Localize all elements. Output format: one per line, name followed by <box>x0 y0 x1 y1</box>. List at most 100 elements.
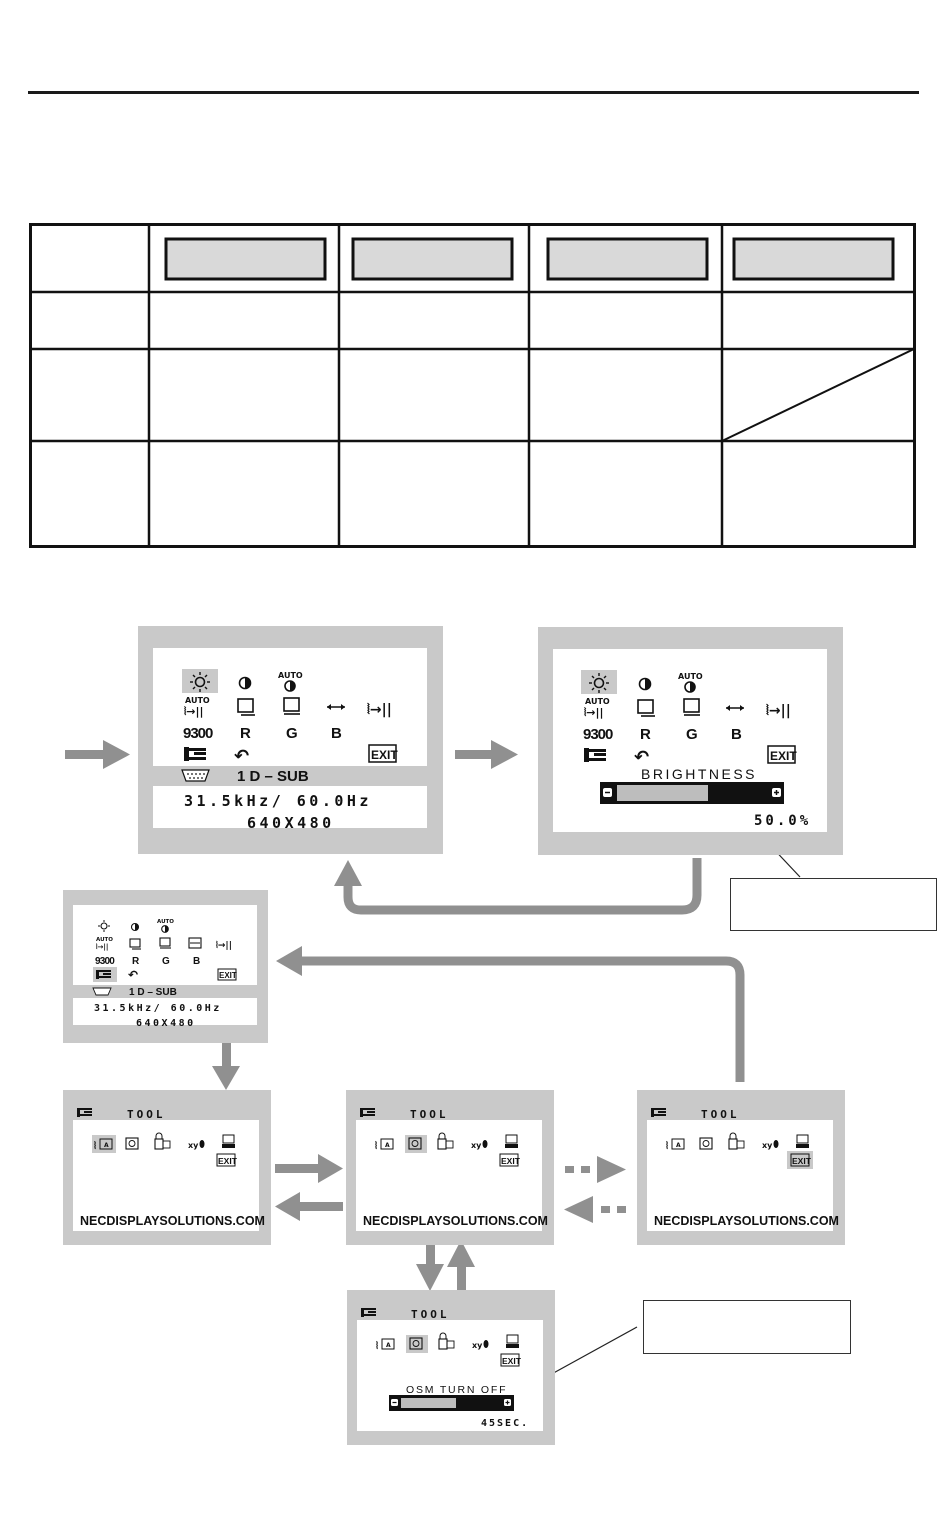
frequency-label: 31.5kHz/ 60.0Hz <box>184 792 372 810</box>
svg-text:⦚→||: ⦚→|| <box>216 940 232 951</box>
language-icon: ⦚A <box>375 1138 394 1152</box>
svg-text:A: A <box>104 1142 109 1149</box>
small-menu-icons: AUTO AUTO⦚→|| ⦚→|| 9300 R G B ↶ EXIT 1 D… <box>73 919 257 1029</box>
svg-text:EXIT: EXIT <box>371 748 398 762</box>
tool-title: TOOL <box>411 1308 450 1321</box>
osm-turn-off-icons: TOOL ⦚A xy EXIT OSM TURN OFF 45SEC. <box>357 1305 543 1429</box>
header-button-2 <box>351 237 514 281</box>
contrast-icon <box>638 677 652 691</box>
svg-text:xy: xy <box>472 1341 483 1350</box>
website-label: NECDISPLAYSOLUTIONS.COM <box>363 1214 548 1228</box>
svg-text:AUTO: AUTO <box>278 671 303 680</box>
svg-text:AUTO: AUTO <box>96 937 113 943</box>
tool-icon <box>651 1108 666 1117</box>
website-label: NECDISPLAYSOLUTIONS.COM <box>654 1214 839 1228</box>
factory-preset-icon: ↶ <box>234 746 249 767</box>
svg-text:A: A <box>386 1342 391 1349</box>
fine-icon: ⦚→|| <box>216 940 232 951</box>
brightness-slider[interactable] <box>600 782 784 804</box>
display-info-icon <box>796 1134 809 1148</box>
resolution-notifier-icon: xy <box>472 1340 489 1350</box>
exit-icon: EXIT <box>368 744 398 763</box>
svg-text:⦚: ⦚ <box>376 1340 379 1352</box>
osm-lock-icon <box>728 1132 745 1150</box>
osm-turn-off-icon <box>699 1137 713 1150</box>
svg-text:⦚→||: ⦚→|| <box>584 706 604 719</box>
tool-title: TOOL <box>410 1108 449 1121</box>
auto-adjust-icon: AUTO⦚→|| <box>96 937 113 952</box>
h-size-icon <box>188 937 202 949</box>
language-icon: ⦚A <box>94 1138 113 1152</box>
tool-icon <box>584 748 606 762</box>
svg-text:EXIT: EXIT <box>770 749 797 763</box>
osm-lock-icon <box>438 1332 455 1350</box>
osm-turn-off-icon <box>125 1137 139 1150</box>
factory-preset-icon: ↶ <box>128 968 138 982</box>
tool-menu-icons: TOOL ⦚A xy EXIT NECDISPLAYSOLUTIONS.COM <box>356 1105 548 1228</box>
blue-icon: B <box>731 726 742 743</box>
left-right-icon <box>637 699 655 717</box>
svg-text:⦚: ⦚ <box>94 1140 97 1152</box>
svg-text:⦚→||: ⦚→|| <box>184 705 204 718</box>
down-up-icon <box>159 937 171 949</box>
tool-menu-screen-language: TOOL ⦚A xy EXIT NECDISPLAYSOLUTIONS.COM <box>63 1090 271 1245</box>
brightness-callout-box <box>730 878 937 931</box>
auto-adjust-icon: AUTO⦚→|| <box>184 696 210 718</box>
controls-table <box>29 223 916 548</box>
color-9300-icon: 9300 <box>583 726 613 743</box>
svg-text:AUTO: AUTO <box>678 672 703 681</box>
auto-contrast-icon: AUTO <box>678 672 703 693</box>
display-info-icon <box>222 1134 235 1148</box>
svg-text:AUTO: AUTO <box>157 919 174 925</box>
svg-text:EXIT: EXIT <box>218 1156 238 1166</box>
blue-icon: B <box>331 725 342 742</box>
top-rule <box>28 91 919 94</box>
exit-icon: EXIT <box>790 1153 812 1167</box>
frequency-label: 31.5kHz/ 60.0Hz <box>94 1003 222 1014</box>
green-icon: G <box>686 726 698 743</box>
language-icon: ⦚A <box>376 1338 395 1352</box>
svg-text:EXIT: EXIT <box>792 1156 812 1166</box>
blue-icon: B <box>193 956 200 967</box>
resolution-label: 640X480 <box>247 814 335 832</box>
osm-lock-icon <box>437 1132 454 1150</box>
osm-turn-off-adjust-screen: TOOL ⦚A xy EXIT OSM TURN OFF 45SEC. <box>347 1290 555 1445</box>
green-icon: G <box>162 956 170 967</box>
osm-turn-off-slider[interactable] <box>389 1395 514 1411</box>
svg-text:⦚: ⦚ <box>666 1140 669 1152</box>
header-button-3 <box>546 237 709 281</box>
table-header-buttons <box>164 237 895 281</box>
input-label: 1 D – SUB <box>237 768 309 785</box>
tool-menu-panel <box>73 1105 259 1231</box>
display-info-icon <box>506 1334 519 1348</box>
osm-lock-icon <box>154 1132 171 1150</box>
osm-turn-off-icon <box>409 1337 423 1350</box>
svg-text:A: A <box>385 1142 390 1149</box>
h-size-icon <box>726 705 744 711</box>
exit-icon: EXIT <box>499 1153 521 1167</box>
tool-icon <box>96 970 111 979</box>
osm-turn-off-slider-fill <box>401 1398 456 1408</box>
svg-text:EXIT: EXIT <box>501 1156 521 1166</box>
fine-icon: ⦚→|| <box>367 702 392 718</box>
svg-text:xy: xy <box>188 1141 199 1150</box>
svg-text:AUTO: AUTO <box>185 696 210 705</box>
header-button-4 <box>732 237 895 281</box>
tool-menu-icons: TOOL ⦚A xy EXIT NECDISPLAYSOLUTIONS.COM <box>647 1105 839 1228</box>
tool-icon <box>184 747 206 761</box>
exit-icon: EXIT <box>217 968 237 981</box>
resolution-label: 640X480 <box>136 1018 196 1029</box>
color-9300-icon: 9300 <box>183 725 213 742</box>
osm-brightness-screen: AUTO AUTO⦚→|| ⦚→|| 9300 R G B ↶ EXIT BRI… <box>538 627 843 855</box>
d-sub-connector-icon <box>181 769 210 782</box>
language-icon: ⦚A <box>666 1138 685 1152</box>
left-right-icon <box>129 938 141 950</box>
main-menu-icons: AUTO AUTO⦚→|| ⦚→|| 9300 R G B ↶ EXIT 1 D… <box>153 669 427 832</box>
header-button-1 <box>164 237 327 281</box>
tool-title: TOOL <box>701 1108 740 1121</box>
exit-icon: EXIT <box>767 745 797 764</box>
website-label: NECDISPLAYSOLUTIONS.COM <box>80 1214 265 1228</box>
tool-menu-panel <box>356 1105 542 1231</box>
red-icon: R <box>240 725 251 742</box>
